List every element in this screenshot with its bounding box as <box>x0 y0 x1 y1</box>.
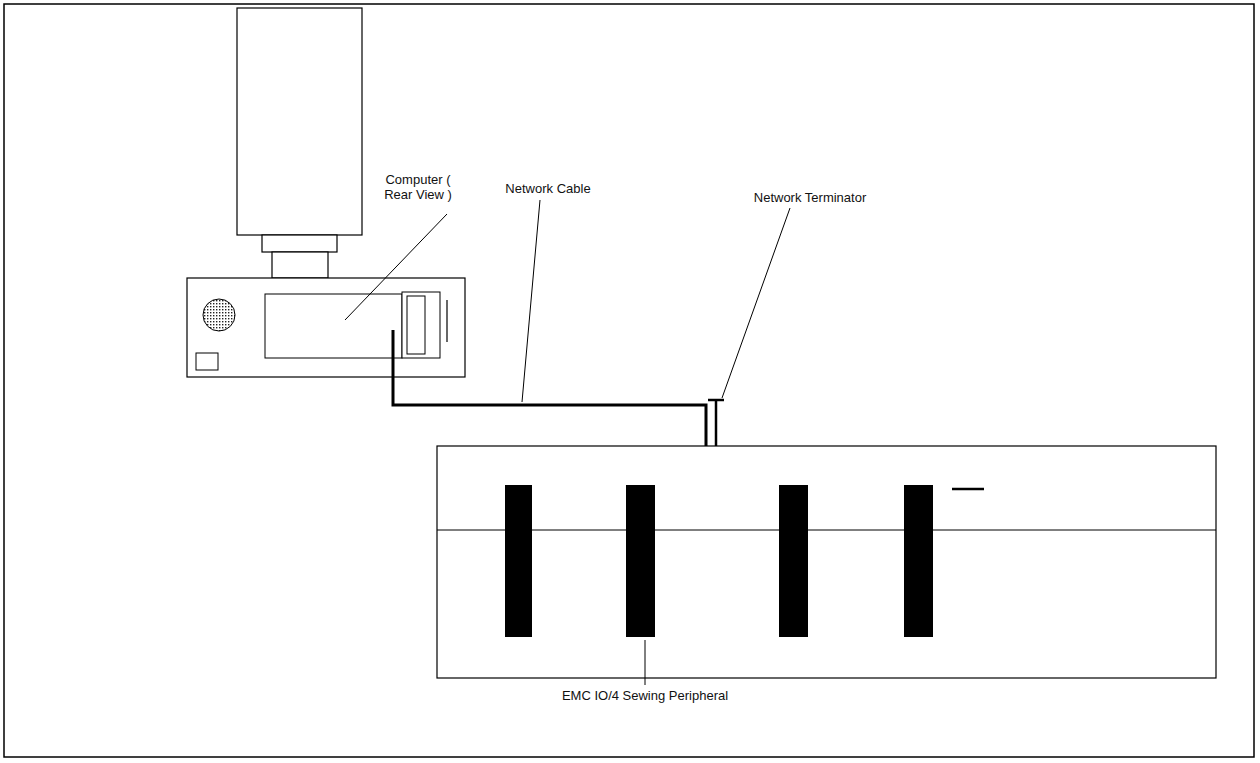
network-cable <box>393 330 706 446</box>
computer-case <box>187 278 465 377</box>
sewing-peripheral <box>437 446 1216 678</box>
fan-grille <box>203 299 235 331</box>
io-port <box>904 485 933 637</box>
panel-seam <box>437 530 1216 531</box>
leader-line <box>522 200 540 402</box>
io-port <box>626 485 655 637</box>
power-socket <box>196 353 218 370</box>
leader-line <box>645 640 646 685</box>
part-label: Network Cable <box>503 181 592 196</box>
io-port <box>505 485 532 637</box>
network-terminator-cap <box>708 399 724 402</box>
monitor-stand <box>262 235 337 252</box>
monitor-base <box>272 252 328 278</box>
network-terminator <box>715 400 718 446</box>
leader-line <box>722 208 790 398</box>
part-label: Network Terminator <box>752 190 868 205</box>
part-label: Computer ( Rear View ) <box>371 172 465 202</box>
rear-panel <box>265 294 402 358</box>
network-card <box>407 296 425 354</box>
leader-line <box>345 214 447 320</box>
part-label: EMC IO/4 Sewing Peripheral <box>560 688 730 703</box>
monitor <box>237 8 362 235</box>
frame <box>4 4 1254 757</box>
io-port <box>779 485 808 637</box>
slot-cover <box>446 300 447 342</box>
indicator-led <box>952 488 984 491</box>
card-slot <box>402 292 440 358</box>
